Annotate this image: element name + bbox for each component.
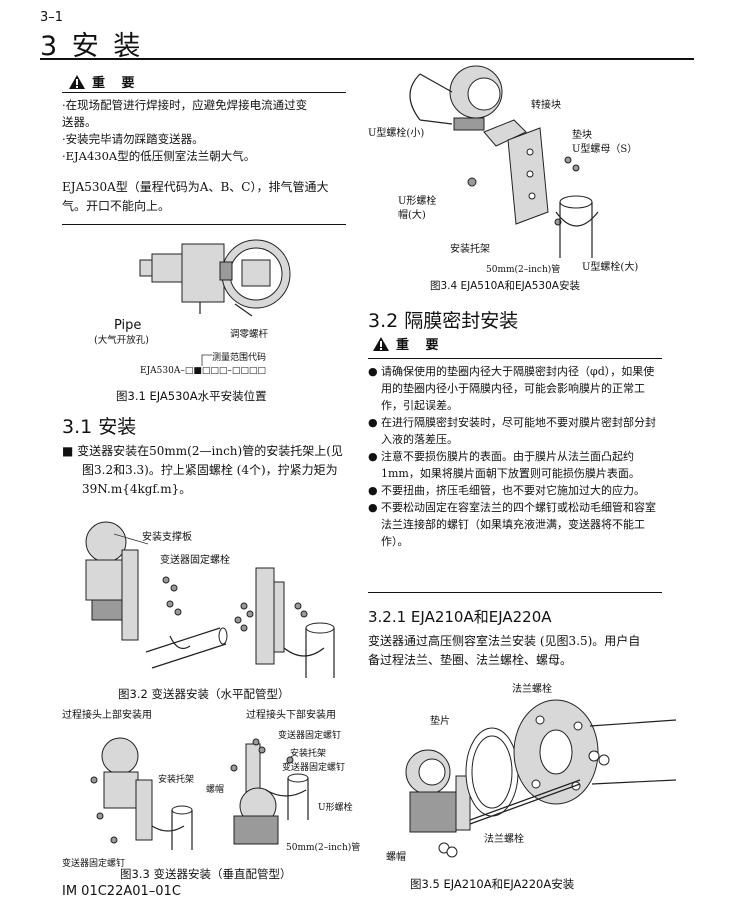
- fig31-pipe-label: Pipe: [114, 318, 142, 333]
- fig33-fix-screw2-label: 变送器固定螺钉: [282, 763, 346, 773]
- fig33-bracket2-label: 安装托架: [290, 749, 327, 759]
- fig35-caption: 图3.5 EJA210A和EJA220A安装: [410, 877, 575, 891]
- fig33-ubolt-label: U形螺栓: [318, 803, 353, 813]
- fig31-caption: 图3.1 EJA530A水平安装位置: [116, 389, 267, 403]
- fig32-drawing: [85, 521, 335, 678]
- fig34-drawing: [409, 65, 599, 258]
- fig33-caption: 图3.3 变送器安装（垂直配管型）: [120, 867, 292, 881]
- section-3-1-line: 图3.2和3.3)。拧上紧固螺栓 (4个)，拧紧力矩为: [82, 463, 338, 477]
- section-3-2-important-list: 请确保使用的垫圈内径大于隔膜密封内径（φd），如果使用的垫圈内径小于隔膜内径，可…: [368, 363, 662, 550]
- fig32-support-plate-label: 安装支撑板: [142, 532, 192, 543]
- important-list: ·在现场配管进行焊接时，应避免焊接电流通过变 送器。 ·安装完毕请勿踩踏变送器。…: [62, 97, 352, 165]
- important-item: 送器。: [62, 115, 97, 129]
- important-note: EJA530A型（量程代码为A、B、C），排气管通大 气。开口不能向上。: [62, 178, 362, 216]
- important-note-line: EJA530A型（量程代码为A、B、C），排气管通大: [62, 180, 329, 194]
- fig31-pipe-note: (大气开放孔): [94, 335, 149, 346]
- title-rule: [40, 58, 694, 60]
- section-3-2-1-text: 变送器通过高压侧容室法兰安装 (见图3.5)。用户自 备过程法兰、垫圈、法兰螺栓…: [368, 632, 668, 670]
- section-3-1-title: 3.1 安装: [62, 416, 137, 438]
- section-3-2-title: 3.2 隔膜密封安装: [368, 310, 519, 332]
- section-3-1-line: 39N.m{4kgf.m}。: [82, 482, 192, 496]
- chapter-title: 3 安 装: [40, 31, 144, 62]
- fig34-unut-label: U型螺母（S）: [572, 144, 638, 155]
- fig34-adapter-label: 转接块: [531, 100, 561, 111]
- fig35-nut-label: 螺帽: [386, 852, 406, 863]
- important-top-rule: [62, 92, 346, 93]
- important-label: 重 要: [92, 76, 141, 91]
- doc-number: IM 01C22A01–01C: [62, 884, 181, 899]
- fig33-fix-screw-label: 变送器固定螺钉: [278, 731, 342, 741]
- warning-icon: [69, 74, 85, 89]
- fig34-bracket-label: 安装托架: [450, 244, 490, 255]
- section-3-2-item: 注意不要损伤膜片的表面。由于膜片从法兰面凸起约1mm，如果将膜片面朝下放置则可能…: [368, 448, 662, 482]
- fig34-washer-label: 垫块: [572, 130, 592, 141]
- section-3-2-1-line: 变送器通过高压侧容室法兰安装 (见图3.5)。用户自: [368, 634, 641, 648]
- fig33-right-title: 过程接头下部安装用: [246, 710, 336, 721]
- important-note-line: 气。开口不能向上。: [62, 199, 171, 213]
- fig34-caption: 图3.4 EJA510A和EJA530A安装: [430, 280, 580, 292]
- fig35-gasket-label: 垫片: [430, 716, 450, 727]
- section-3-2-1-line: 备过程法兰、垫圈、法兰螺栓、螺母。: [368, 653, 573, 667]
- fig33-bracket-label: 安装托架: [158, 775, 195, 785]
- important-item: ·安装完毕请勿踩踏变送器。: [62, 132, 204, 146]
- warning-icon: [373, 336, 389, 351]
- important-item: ·在现场配管进行焊接时，应避免焊接电流通过变: [62, 98, 308, 112]
- fig31-model-code: EJA530A–□■□□□–□□□□: [140, 366, 266, 376]
- fig33-fix-screw-bottom-label: 变送器固定螺钉: [62, 859, 126, 869]
- section-3-2-bottom-rule: [368, 592, 662, 593]
- fig34-ubolt-small-label: U型螺栓(小): [368, 128, 425, 139]
- important-bottom-rule: [62, 224, 346, 225]
- fig34-pipe-label: 50mm(2–inch)管: [486, 265, 561, 275]
- page-number: 3–1: [40, 10, 64, 25]
- fig35-flange-bolt-top-label: 法兰螺栓: [512, 684, 552, 695]
- section-3-2-important-label: 重 要: [396, 338, 445, 353]
- section-3-2-item: 不要扭曲，挤压毛细管，也不要对它施加过大的应力。: [368, 482, 662, 499]
- fig33-drawing: [90, 737, 309, 850]
- fig35-drawing: [405, 699, 677, 858]
- section-3-2-item: 请确保使用的垫圈内径大于隔膜密封内径（φd），如果使用的垫圈内径小于隔膜内径，可…: [368, 363, 662, 414]
- important-heading: 重 要: [68, 72, 141, 91]
- fig33-pipe-label: 50mm(2–inch)管: [286, 843, 361, 853]
- fig34-ucap-label-1: U形螺栓: [398, 196, 437, 207]
- fig33-left-title: 过程接头上部安装用: [62, 710, 152, 721]
- section-3-2-1-title: 3.2.1 EJA210A和EJA220A: [368, 608, 552, 626]
- fig32-caption: 图3.2 变送器安装（水平配管型）: [118, 687, 290, 701]
- section-3-2-item: 不要松动固定在容室法兰的四个螺钉或松动毛细管和容室法兰连接部的螺钉（如果填充液泄…: [368, 499, 662, 550]
- section-3-2-important-heading: 重 要: [372, 334, 445, 353]
- fig31-transmitter-drawing: [139, 239, 291, 317]
- section-3-1-text: ■ 变送器安装在50mm(2—inch)管的安装托架上(见 图3.2和3.3)。…: [62, 442, 362, 499]
- section-3-1-line: ■ 变送器安装在50mm(2—inch)管的安装托架上(见: [62, 444, 343, 458]
- fig32-fix-bolt-label: 变送器固定螺栓: [160, 555, 230, 566]
- fig31-pointer-line: [201, 354, 212, 366]
- fig34-ubolt-large-label: U型螺栓(大): [582, 262, 639, 273]
- fig33-nut-label: 螺帽: [206, 785, 225, 795]
- important-item: ·EJA430A型的低压侧室法兰朝大气。: [62, 149, 256, 163]
- section-3-2-top-rule: [368, 358, 662, 359]
- fig31-zero-screw-label: 调零螺杆: [230, 329, 269, 340]
- section-3-2-item: 在进行隔膜密封安装时，尽可能地不要对膜片密封部分封入液的落差压。: [368, 414, 662, 448]
- fig31-range-code-label: 测量范围代码: [212, 353, 267, 363]
- fig35-flange-bolt-bottom-label: 法兰螺栓: [484, 834, 524, 845]
- fig34-ucap-label-2: 帽(大): [398, 210, 426, 221]
